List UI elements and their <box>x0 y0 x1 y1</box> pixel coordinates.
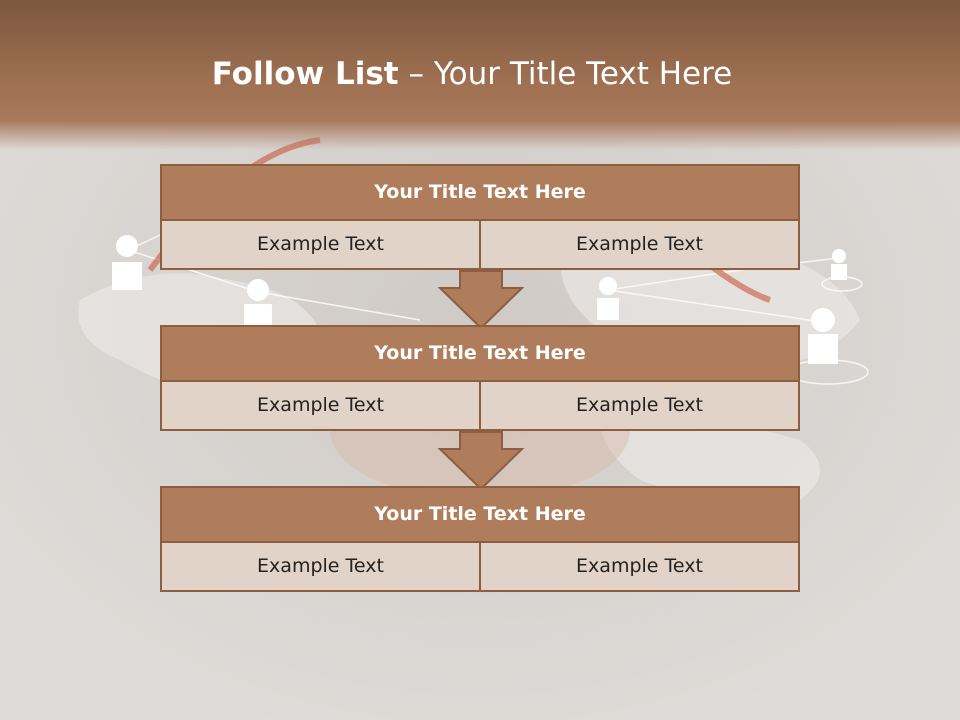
block-title: Your Title Text Here <box>160 325 800 382</box>
block-cell-right: Example Text <box>481 543 800 592</box>
down-arrow-icon <box>438 431 524 491</box>
block-title: Your Title Text Here <box>160 486 800 543</box>
down-arrow-icon <box>438 270 524 330</box>
title-rest: – Your Title Text Here <box>398 56 733 92</box>
header-band <box>0 0 960 150</box>
slide-title: Follow List – Your Title Text Here <box>0 56 944 92</box>
list-block-3: Your Title Text Here Example Text Exampl… <box>160 486 800 592</box>
block-row: Example Text Example Text <box>160 382 800 431</box>
list-block-1: Your Title Text Here Example Text Exampl… <box>160 164 800 270</box>
block-cell-left: Example Text <box>160 382 481 431</box>
title-bold: Follow List <box>211 56 399 92</box>
block-cell-left: Example Text <box>160 543 481 592</box>
block-row: Example Text Example Text <box>160 543 800 592</box>
list-block-2: Your Title Text Here Example Text Exampl… <box>160 325 800 431</box>
people-icons <box>112 235 847 364</box>
block-title: Your Title Text Here <box>160 164 800 221</box>
block-row: Example Text Example Text <box>160 221 800 270</box>
block-cell-right: Example Text <box>481 382 800 431</box>
block-cell-right: Example Text <box>481 221 800 270</box>
block-cell-left: Example Text <box>160 221 481 270</box>
